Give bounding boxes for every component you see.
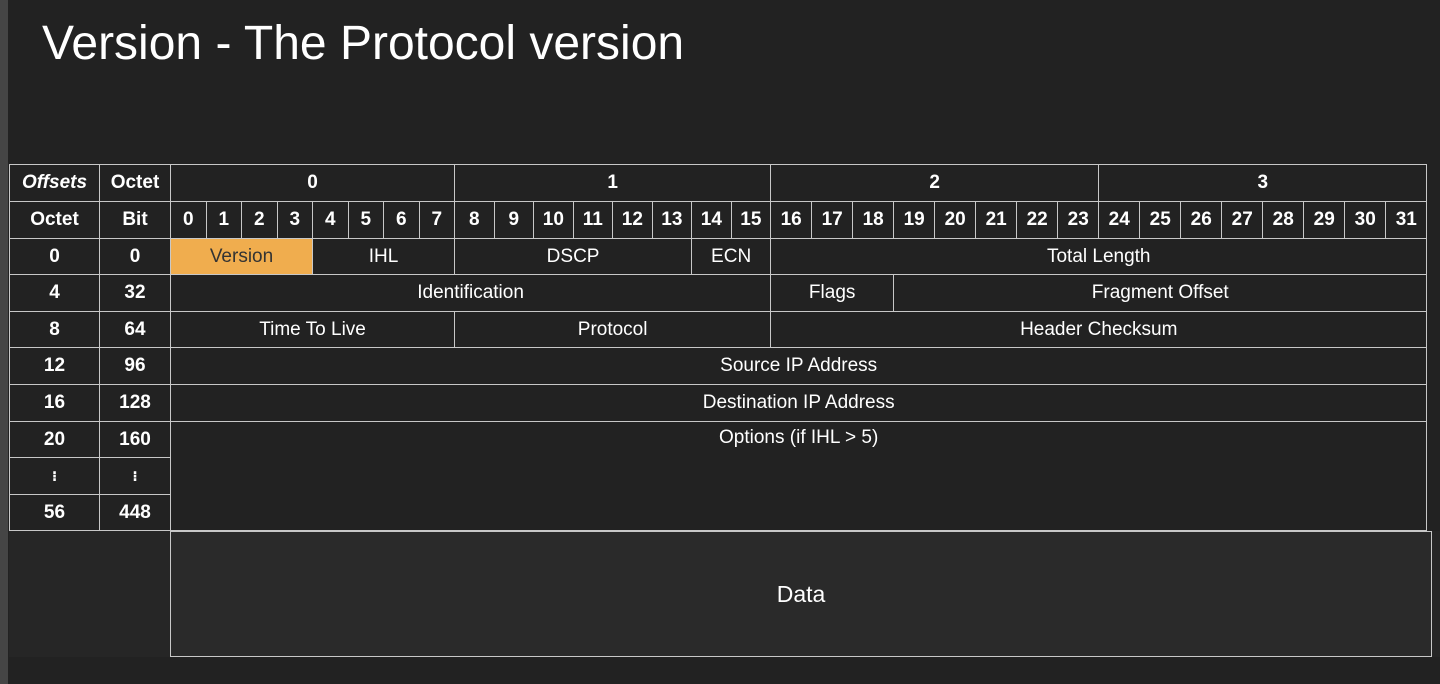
data-payload-box[interactable]: Data: [170, 531, 1432, 657]
bit-row-label: Bit: [99, 201, 171, 239]
bit-number-30: 30: [1344, 201, 1387, 239]
bit-number-10: 10: [533, 201, 574, 239]
bit-number-12: 12: [612, 201, 653, 239]
octet-label: Octet: [99, 164, 171, 202]
data-label: Data: [776, 580, 826, 607]
bit-number-16: 16: [770, 201, 813, 239]
bit-number-9: 9: [493, 201, 535, 239]
field-time-to-live[interactable]: Time To Live: [169, 311, 456, 348]
bit-number-13: 13: [651, 201, 693, 239]
field-fragment-offset[interactable]: Fragment Offset: [893, 274, 1428, 312]
window-frame-edge: [0, 0, 8, 684]
field-header-checksum[interactable]: Header Checksum: [770, 311, 1428, 348]
row-octet-offset: 0: [9, 238, 100, 275]
bit-number-8: 8: [454, 201, 495, 239]
header-row-last: 56 448: [9, 494, 1427, 531]
bit-number-11: 11: [572, 201, 614, 239]
bit-number-19: 19: [893, 201, 936, 239]
field-source-ip[interactable]: Source IP Address: [169, 347, 1428, 385]
field-dscp[interactable]: DSCP: [454, 238, 693, 275]
bit-number-31: 31: [1385, 201, 1428, 239]
offsets-label: Offsets: [9, 164, 100, 202]
bit-number-26: 26: [1180, 201, 1223, 239]
field-flags[interactable]: Flags: [770, 274, 895, 312]
octet-number-0: 0: [169, 164, 456, 202]
bit-number-6: 6: [383, 201, 420, 239]
row-octet-offset: 12: [9, 347, 100, 385]
row-bit-offset: 128: [99, 384, 171, 422]
bit-number-5: 5: [347, 201, 384, 239]
field-identification[interactable]: Identification: [169, 274, 772, 312]
bit-number-15: 15: [730, 201, 772, 239]
bit-number-22: 22: [1016, 201, 1059, 239]
bit-number-28: 28: [1262, 201, 1305, 239]
bit-number-17: 17: [811, 201, 854, 239]
bit-number-20: 20: [934, 201, 977, 239]
octet-number-1: 1: [454, 164, 772, 202]
bit-number-27: 27: [1221, 201, 1264, 239]
field-total-length[interactable]: Total Length: [770, 238, 1428, 275]
row-octet-offset: 16: [9, 384, 100, 422]
bit-number-2: 2: [241, 201, 278, 239]
bit-number-3: 3: [276, 201, 313, 239]
row-bit-ellipsis: ⁝: [99, 457, 171, 495]
row-bit-offset: 32: [99, 274, 171, 312]
bit-number-29: 29: [1303, 201, 1346, 239]
octet-header-row: Offsets Octet 0 1 2 3: [9, 164, 1428, 202]
field-ihl[interactable]: IHL: [311, 238, 456, 275]
field-protocol[interactable]: Protocol: [454, 311, 772, 348]
row-octet-offset: 56: [9, 494, 100, 531]
row-bit-offset: 64: [99, 311, 171, 348]
row-octet-offset: 20: [9, 421, 100, 458]
header-row-ellipsis: ⁝ ⁝: [9, 457, 1427, 495]
bit-number-1: 1: [205, 201, 242, 239]
bit-number-18: 18: [852, 201, 895, 239]
octet-number-3: 3: [1098, 164, 1428, 202]
header-row-1: 4 32 Identification Flags Fragment Offse…: [9, 274, 1428, 312]
bit-number-25: 25: [1139, 201, 1182, 239]
header-row-0: 0 0 Version IHL DSCP ECN Total Length: [9, 238, 1428, 275]
bit-number-21: 21: [975, 201, 1018, 239]
field-destination-ip[interactable]: Destination IP Address: [169, 384, 1428, 422]
bit-number-7: 7: [418, 201, 456, 239]
row-bit-offset: 96: [99, 347, 171, 385]
row-bit-offset: 160: [99, 421, 171, 458]
row-bit-offset: 448: [99, 494, 171, 531]
row-octet-offset: 4: [9, 274, 100, 312]
slide-title: Version - The Protocol version: [42, 17, 685, 70]
field-ecn[interactable]: ECN: [691, 238, 772, 275]
bit-number-0: 0: [170, 201, 207, 239]
bit-number-14: 14: [691, 201, 732, 239]
field-options[interactable]: Options (if IHL > 5): [169, 421, 1428, 531]
octet-row-label: Octet: [9, 201, 100, 239]
octet-number-2: 2: [770, 164, 1100, 202]
header-row-3: 12 96 Source IP Address: [9, 347, 1428, 385]
row-octet-ellipsis: ⁝: [9, 457, 100, 495]
field-version[interactable]: Version: [170, 238, 313, 275]
bit-number-4: 4: [312, 201, 349, 239]
bit-number-24: 24: [1098, 201, 1141, 239]
row-octet-offset: 8: [9, 311, 100, 348]
bit-number-23: 23: [1057, 201, 1100, 239]
header-row-2: 8 64 Time To Live Protocol Header Checks…: [9, 311, 1428, 348]
header-row-5: 20 160 Options (if IHL > 5): [9, 421, 1428, 531]
header-row-4: 16 128 Destination IP Address: [9, 384, 1428, 422]
row-bit-offset: 0: [99, 238, 171, 275]
